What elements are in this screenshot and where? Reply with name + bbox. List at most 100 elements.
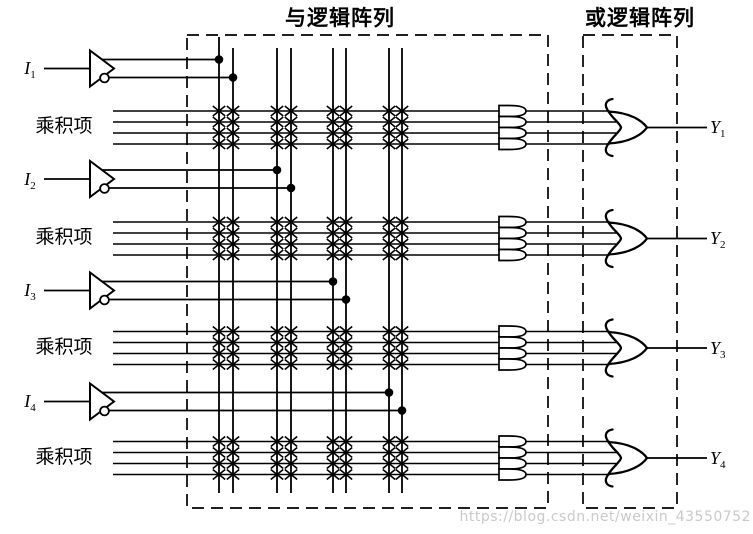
cross-icon <box>339 216 353 228</box>
inverter-bubble-icon <box>99 294 110 306</box>
input-buffer-1 <box>44 48 238 89</box>
cross-icon <box>270 336 284 349</box>
connection-dot <box>384 388 394 397</box>
cross-icon <box>284 457 298 470</box>
output-sub: 3 <box>720 349 726 361</box>
product-term-lines <box>113 110 617 476</box>
cross-icon <box>382 127 396 139</box>
or-gate-3 <box>604 318 707 378</box>
cross-icon <box>395 127 409 139</box>
d-buffer-icon <box>498 325 527 338</box>
product-term-label-3: 乘积项 <box>35 337 93 358</box>
cross-icon <box>395 249 409 261</box>
cross-icon <box>382 227 396 239</box>
array-dashed-boxes <box>186 34 678 509</box>
cross-icon <box>326 127 340 139</box>
cross-icon <box>395 446 409 459</box>
or-gate-1 <box>604 97 707 158</box>
cross-icon <box>226 446 240 459</box>
cross-icon <box>284 468 298 481</box>
cross-icon <box>270 127 284 139</box>
cross-icon <box>326 249 340 261</box>
cross-icon <box>382 358 396 371</box>
or-gate-icon <box>607 440 649 476</box>
cross-icon <box>284 127 298 139</box>
d-buffer-icon <box>498 137 527 151</box>
product-term-label-2: 乘积项 <box>35 227 93 248</box>
cross-icon <box>326 227 340 239</box>
output-var: Y <box>710 338 721 358</box>
cross-icon <box>326 216 340 228</box>
input-var: I <box>24 391 31 411</box>
cross-icon <box>284 227 298 239</box>
cross-icon <box>212 249 226 261</box>
or-gate-input-brace-icon <box>604 318 623 378</box>
output-var: Y <box>710 117 721 137</box>
cross-icon <box>270 446 284 459</box>
d-buffer-icon <box>498 115 527 129</box>
cross-icon <box>284 116 298 128</box>
cross-icon <box>226 325 240 338</box>
input-buffer-2 <box>44 159 296 199</box>
output-label-y1: Y1 <box>710 116 752 140</box>
cross-icon <box>226 336 240 349</box>
or-gate-icon <box>607 110 649 145</box>
d-buffer-icon <box>498 336 527 349</box>
cross-icon <box>270 138 284 150</box>
cross-icon <box>395 468 409 481</box>
cross-icon <box>339 446 353 459</box>
cross-icon <box>382 336 396 349</box>
cross-icon <box>382 216 396 228</box>
d-buffer-icon <box>498 248 527 262</box>
cross-icon <box>270 358 284 371</box>
cross-icon <box>284 138 298 150</box>
cross-icon <box>339 435 353 448</box>
cross-icon <box>339 227 353 239</box>
cross-icon <box>326 336 340 349</box>
or-gate-4 <box>604 428 707 488</box>
cross-icon <box>326 468 340 481</box>
cross-icon <box>326 116 340 128</box>
product-term-label-1: 乘积项 <box>35 116 93 137</box>
d-buffer-icon <box>498 457 527 470</box>
cross-icon <box>382 468 396 481</box>
cross-icon <box>226 127 240 139</box>
cross-icon <box>270 457 284 470</box>
cross-icon <box>226 435 240 448</box>
cross-icon <box>270 325 284 338</box>
d-buffer-icon <box>498 468 527 481</box>
cross-icon <box>382 457 396 470</box>
cross-icon <box>270 238 284 250</box>
cross-icon <box>226 138 240 150</box>
d-buffer-icon <box>498 435 527 448</box>
cross-icon <box>226 249 240 261</box>
output-sub: 4 <box>720 459 726 471</box>
cross-icon <box>326 446 340 459</box>
cross-icon <box>395 116 409 128</box>
cross-icon <box>212 457 226 470</box>
cross-icon <box>284 336 298 349</box>
cross-icon <box>326 238 340 250</box>
connection-dot <box>214 55 224 64</box>
output-sub: 1 <box>720 128 726 140</box>
product-term-buffers-4 <box>498 435 527 481</box>
cross-icon <box>395 457 409 470</box>
cross-icon <box>212 227 226 239</box>
inverter-bubble-icon <box>99 183 110 194</box>
d-buffer-icon <box>498 104 527 118</box>
or-gate-icon <box>607 330 649 366</box>
cross-icon <box>339 325 353 338</box>
cross-icon <box>326 358 340 371</box>
input-column-lines <box>218 37 403 493</box>
d-buffer-icon <box>498 237 527 251</box>
cross-icon <box>382 347 396 360</box>
d-buffer-icon <box>498 226 527 240</box>
input-label-i4: I4 <box>12 390 48 414</box>
connection-dot <box>286 183 296 193</box>
cross-icon <box>395 138 409 150</box>
or-gate-icon <box>607 221 649 256</box>
input-sub: 3 <box>30 291 36 303</box>
cross-icon <box>270 435 284 448</box>
